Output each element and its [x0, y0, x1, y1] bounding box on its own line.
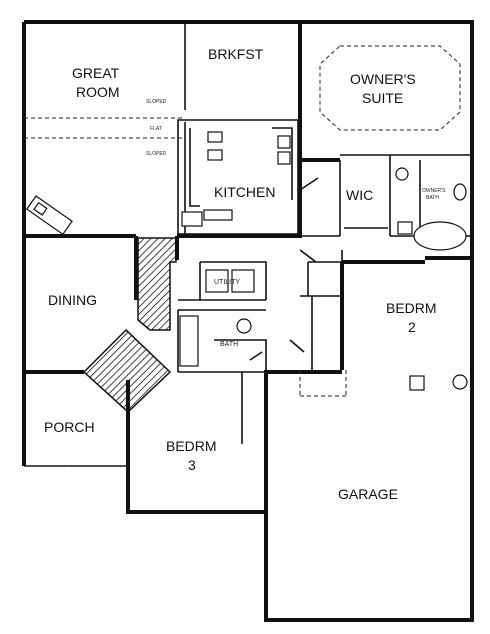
- garage-label: GARAGE: [338, 486, 398, 502]
- bath-label: BATH: [220, 341, 238, 348]
- door-swings: [249, 177, 343, 361]
- utility-label: UTILITY: [214, 279, 240, 286]
- owners-suite-label-2: SUITE: [362, 90, 403, 106]
- bedrm-3-label-2: 3: [188, 457, 196, 473]
- bedrm-2-label-1: BEDRM: [386, 300, 437, 316]
- ceiling-lines: [24, 117, 347, 397]
- interior-walls: [24, 22, 470, 467]
- kitchen-label: KITCHEN: [214, 184, 275, 200]
- wic-label: WIC: [346, 187, 373, 203]
- sloped-note: SLOPED: [146, 99, 167, 105]
- owners-suite-label-1: OWNER'S: [350, 71, 416, 87]
- tray-ceiling: [319, 45, 461, 131]
- owners-bath-label-1: OWNER'S: [422, 188, 446, 194]
- great-room-label-2: ROOM: [76, 84, 120, 100]
- great-room-label-1: GREAT: [72, 65, 120, 81]
- foyer-hatch: [82, 237, 177, 414]
- brkfst-label: BRKFST: [208, 46, 264, 62]
- owners-bath-label-2: BATH: [426, 195, 439, 201]
- porch-label: PORCH: [44, 419, 95, 435]
- exterior-walls: [22, 20, 474, 622]
- dining-label: DINING: [48, 292, 97, 308]
- fixtures: [25, 131, 468, 391]
- bedrm-3-label-1: BEDRM: [166, 438, 217, 454]
- bedrm-2-label-2: 2: [408, 319, 416, 335]
- ceiling-notes: SLOPED FLAT SLOPED: [146, 99, 167, 157]
- flat-note: FLAT: [150, 126, 162, 132]
- sloped-note-2: SLOPED: [146, 151, 167, 157]
- room-labels: BRKFST GREAT ROOM OWNER'S SUITE KITCHEN …: [44, 46, 446, 502]
